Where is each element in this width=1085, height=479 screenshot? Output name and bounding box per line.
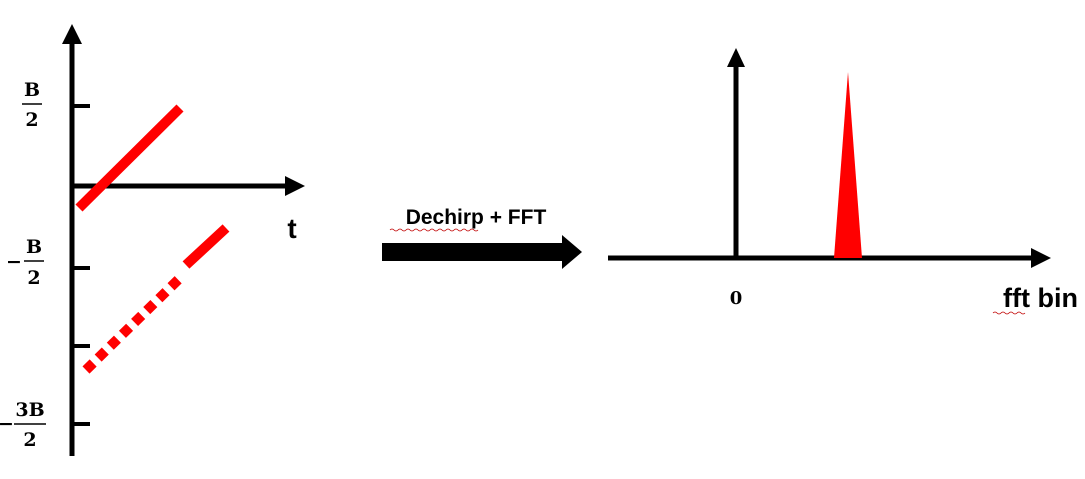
tick-label-minus-3b-half: − 3B 2 bbox=[0, 399, 46, 451]
dechirp-fft-label: Dechirp + FFT bbox=[406, 206, 547, 229]
arrow-head bbox=[562, 235, 582, 269]
chirp-solid-line bbox=[75, 104, 184, 212]
fft-peak bbox=[834, 72, 862, 258]
tick-label-minus-b-half-sign: − bbox=[6, 251, 22, 273]
right-x-axis-label: fft bin bbox=[1003, 283, 1078, 313]
left-y-axis-arrowhead bbox=[62, 24, 82, 44]
arrow-shaft bbox=[382, 243, 565, 261]
tick-label-minus-3b-half-numerator: 3B bbox=[15, 399, 44, 421]
tick-label-b-half-denominator: 2 bbox=[25, 109, 38, 131]
spellcheck-squiggle bbox=[389, 228, 479, 232]
tick-label-minus-b-half-denominator: 2 bbox=[27, 267, 40, 289]
spellcheck-squiggle bbox=[992, 311, 1026, 315]
tick-label-b-half: B 2 bbox=[22, 79, 42, 131]
tick-label-minus-b-half: − B 2 bbox=[6, 236, 44, 289]
left-chart: B 2 − B 2 − 3B 2 t bbox=[0, 24, 305, 456]
right-x-axis-arrowhead bbox=[1031, 248, 1051, 268]
right-origin-label: 0 bbox=[730, 288, 743, 309]
left-x-axis-arrowhead bbox=[285, 176, 305, 196]
left-x-axis-label: t bbox=[287, 213, 296, 244]
chirp-dashed-line bbox=[82, 272, 186, 374]
right-chart: 0 fft bin bbox=[608, 48, 1078, 315]
tick-label-minus-b-half-numerator: B bbox=[26, 236, 42, 258]
tick-label-minus-3b-half-sign: − bbox=[0, 413, 14, 435]
chirp-wrapped-solid-segment bbox=[182, 224, 230, 269]
tick-label-minus-3b-half-denominator: 2 bbox=[23, 429, 36, 451]
right-y-axis-arrowhead bbox=[727, 48, 745, 67]
tick-label-b-half-numerator: B bbox=[24, 79, 40, 101]
dechirp-fft-arrow: Dechirp + FFT bbox=[382, 206, 582, 269]
